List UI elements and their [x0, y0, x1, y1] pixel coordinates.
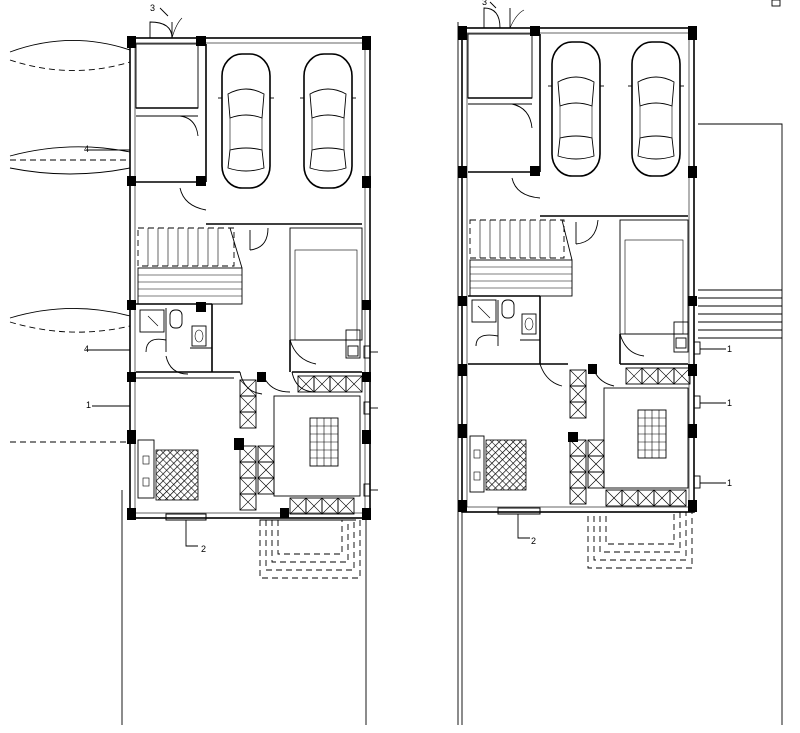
- right-marker-1-middle: 1: [727, 398, 732, 408]
- left-marker-2: 2: [201, 544, 206, 554]
- left-living-window-grid: [309, 417, 339, 467]
- right-marker-2: 2: [531, 536, 536, 546]
- right-side-steps: [698, 289, 782, 339]
- left-front-steps: [259, 519, 361, 579]
- right-structural-columns: [458, 26, 697, 515]
- left-structural-columns: [127, 36, 371, 521]
- left-floor-plan: 3 4 4 1 2: [9, 3, 378, 725]
- left-wardrobe-row: [289, 375, 363, 515]
- right-staircase: [469, 219, 573, 297]
- left-marker-3: 3: [150, 3, 155, 13]
- right-living-window-grid: [637, 409, 667, 459]
- right-floor-plan: 3 1 1 1 2: [457, 0, 783, 725]
- left-marker-1: 1: [86, 400, 91, 410]
- left-bed-headboard: [137, 439, 155, 499]
- left-car-2: [299, 53, 357, 189]
- left-marker-4-upper: 4: [84, 144, 89, 154]
- right-exterior-wall: [461, 27, 695, 513]
- right-marker-1-lower: 1: [727, 478, 732, 488]
- right-front-steps: [587, 511, 693, 569]
- right-marker-3: 3: [482, 0, 487, 7]
- right-bed-headboard: [469, 435, 485, 493]
- left-wardrobe-column: [239, 379, 275, 511]
- right-wardrobe-row: [605, 367, 691, 507]
- left-car-1: [217, 53, 275, 189]
- left-exterior-wall: [129, 37, 371, 519]
- right-marker-1-upper: 1: [727, 344, 732, 354]
- left-marker-4-lower: 4: [84, 344, 89, 354]
- left-staircase: [137, 227, 243, 305]
- right-car-2: [627, 41, 685, 177]
- right-car-1: [547, 41, 605, 177]
